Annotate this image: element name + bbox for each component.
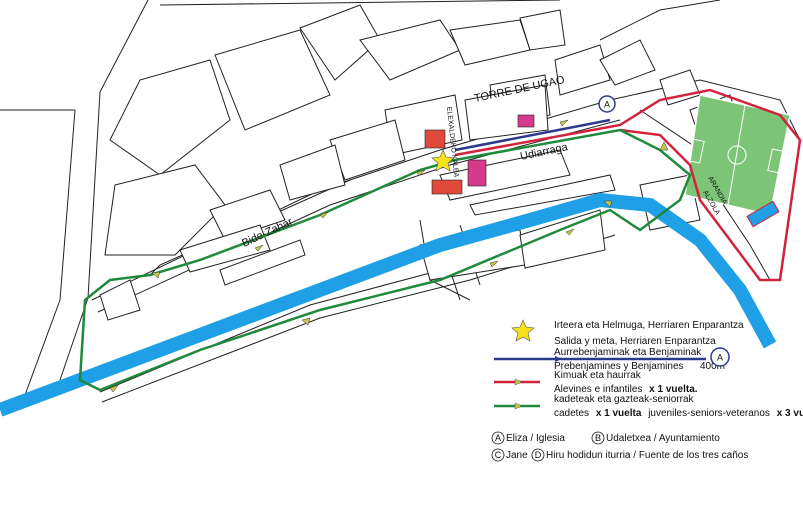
building-eliza bbox=[467, 159, 487, 187]
building-udaletxea bbox=[424, 129, 446, 149]
legend-poi-d-text: Hiru hodidun iturria / Fuente de los tre… bbox=[546, 450, 748, 461]
legend-poi-d-circle bbox=[531, 448, 545, 462]
legend-poi-d-letter: D bbox=[535, 450, 542, 460]
legend-poi-c-text: Jane bbox=[506, 450, 528, 461]
legend-start-line2: Salida y meta, Herriaren Enparantza bbox=[554, 336, 716, 347]
legend-green-line2-d: x 3 vueltas bbox=[777, 408, 803, 419]
legend-green-line1: kadeteak eta gazteak-seniorrak bbox=[554, 394, 695, 405]
legend-blue-icon-letter: A bbox=[717, 353, 723, 363]
river bbox=[0, 192, 777, 417]
legend-green-line2-b: x 1 vuelta bbox=[596, 408, 642, 419]
city-blocks bbox=[99, 4, 741, 321]
highlighted-buildings bbox=[424, 114, 535, 195]
start-finish-star bbox=[431, 149, 455, 172]
legend-green-line2-a: cadetes bbox=[554, 408, 589, 419]
legend: Irteera eta Helmuga, Herriaren Enparantz… bbox=[491, 319, 803, 462]
legend-poi-c-circle bbox=[491, 448, 505, 462]
legend-poi-a-circle bbox=[491, 431, 505, 445]
legend-poi-b-text: Udaletxea / Ayuntamiento bbox=[606, 433, 720, 444]
football-field bbox=[684, 94, 791, 216]
legend-start-line1: Irteera eta Helmuga, Herriaren Enparantz… bbox=[554, 320, 744, 331]
legend-blue-distance: 400m bbox=[700, 361, 725, 372]
legend-red-line2: Alevines e infantiles x 1 vuelta. bbox=[554, 384, 698, 395]
legend-star-icon bbox=[511, 319, 535, 342]
route-blue bbox=[454, 118, 611, 152]
poi-letter-a: A bbox=[604, 100, 610, 110]
sports-court bbox=[746, 200, 780, 228]
legend-red-line2-prefix: Alevines e infantiles bbox=[554, 384, 642, 395]
legend-poi-a-text: Eliza / Iglesia bbox=[506, 433, 565, 444]
legend-red-line2-bold: x 1 vuelta. bbox=[649, 384, 698, 395]
legend-red-line1: Kimuak eta haurrak bbox=[554, 370, 642, 381]
routes bbox=[78, 88, 802, 392]
route-a-marker: A bbox=[598, 95, 616, 113]
route-red bbox=[454, 88, 802, 282]
legend-blue-line1: Aurrebenjaminak eta Benjaminak bbox=[554, 347, 702, 358]
legend-green-line2: cadetes x 1 vuelta juveniles-seniors-vet… bbox=[554, 408, 803, 419]
legend-blue-line2: Prebenjamines y Benjamines bbox=[554, 361, 684, 372]
legend-poi-b-letter: B bbox=[595, 433, 601, 443]
legend-green-line2-c: juveniles-seniors-veteranos bbox=[647, 408, 770, 419]
legend-poi-c-letter: C bbox=[495, 450, 502, 460]
route-green bbox=[78, 128, 692, 392]
legend-poi-a-letter: A bbox=[495, 433, 501, 443]
legend-poi-b-circle bbox=[591, 431, 605, 445]
building-fountain bbox=[517, 114, 535, 128]
building-jane bbox=[431, 179, 463, 195]
legend-blue-route-icon bbox=[710, 347, 730, 367]
route-arrows bbox=[109, 119, 669, 393]
